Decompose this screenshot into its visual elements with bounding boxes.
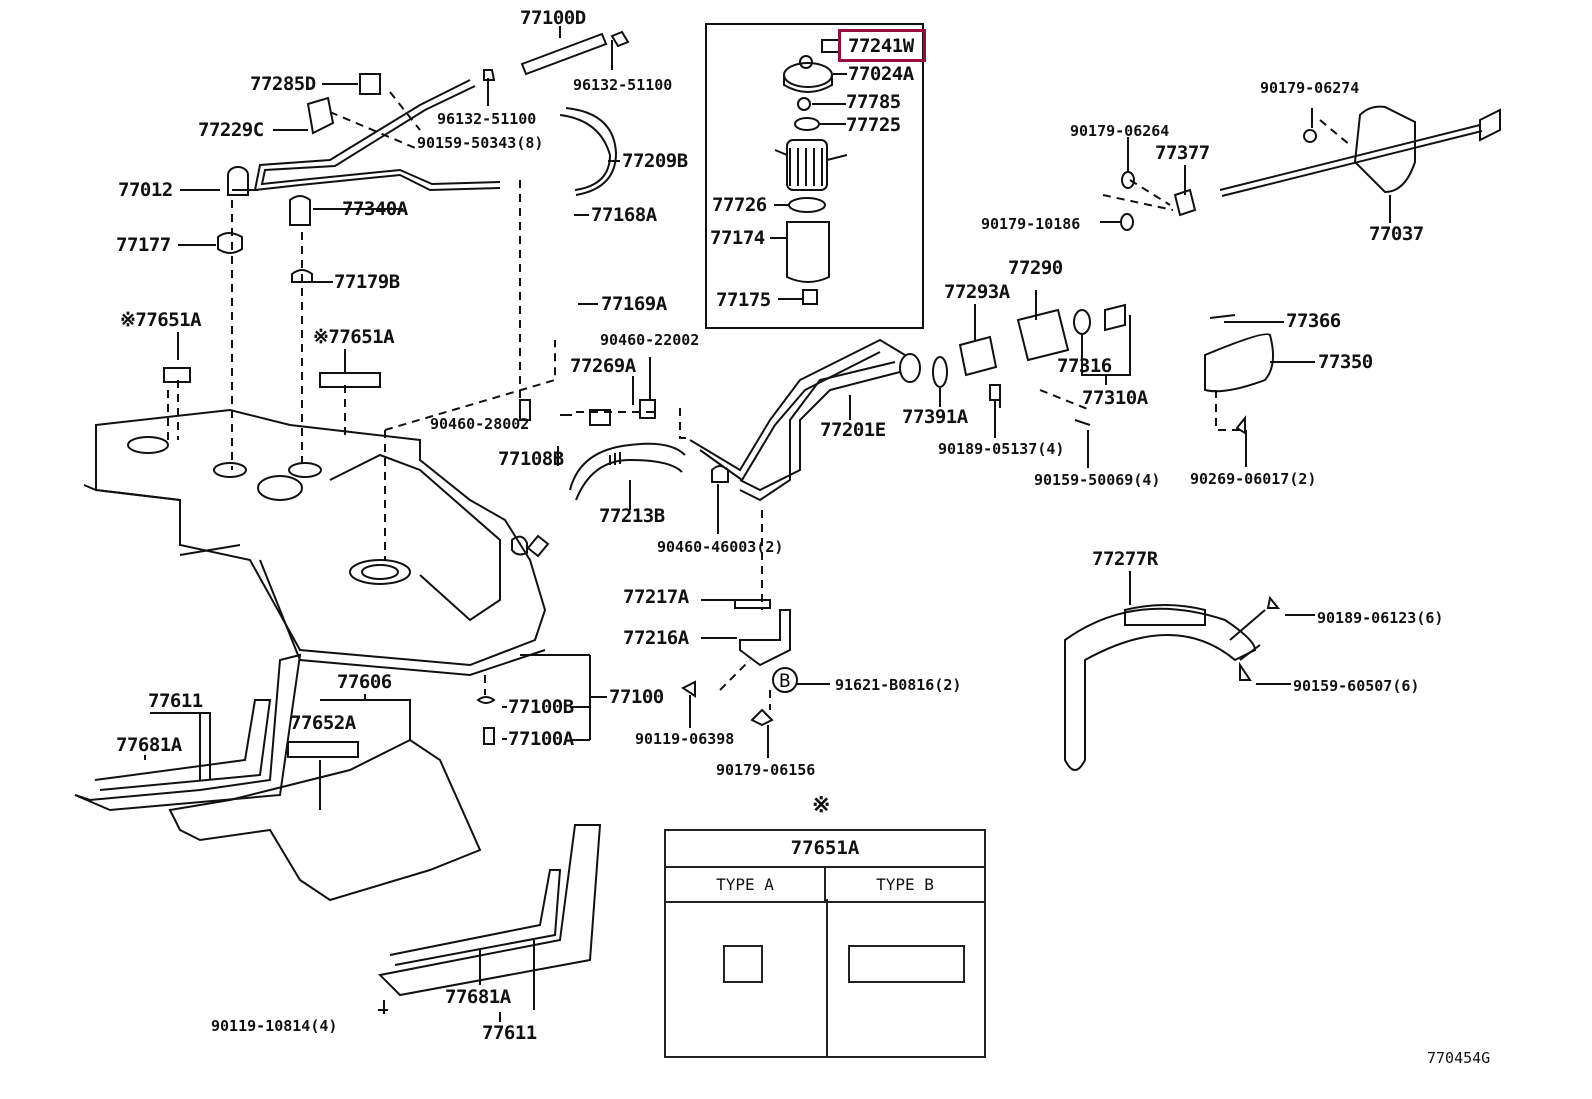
part-label[interactable]: 90460-22002 xyxy=(600,331,700,349)
part-label[interactable]: 90189-06123(6) xyxy=(1317,609,1444,627)
part-label[interactable]: 77169A xyxy=(601,293,667,315)
part-label[interactable]: 77366 xyxy=(1286,310,1341,332)
part-label[interactable]: 77108B xyxy=(498,448,564,470)
highlight-box-77241w xyxy=(838,29,926,62)
table-marker: ※ xyxy=(812,793,830,818)
part-label[interactable]: 77611 xyxy=(148,690,203,712)
part-label[interactable]: 77681A xyxy=(116,734,182,756)
part-label[interactable]: 77681A xyxy=(445,986,511,1008)
part-label[interactable]: 77177 xyxy=(116,234,171,256)
table-title: 77651A xyxy=(666,831,984,868)
part-label[interactable]: 90159-60507(6) xyxy=(1293,677,1420,695)
part-label[interactable]: 77652A xyxy=(290,712,356,734)
part-label[interactable]: 77285D xyxy=(250,73,316,95)
part-label[interactable]: 77377 xyxy=(1155,142,1210,164)
part-label[interactable]: 77290 xyxy=(1008,257,1063,279)
part-label[interactable]: 90179-06264 xyxy=(1070,122,1170,140)
part-label[interactable]: 77216A xyxy=(623,627,689,649)
part-label[interactable]: 90159-50343(8) xyxy=(417,134,544,152)
type-b-shape xyxy=(848,945,965,983)
part-label[interactable]: 77100 xyxy=(609,686,664,708)
part-label[interactable]: 77606 xyxy=(337,671,392,693)
part-label[interactable]: 77293A xyxy=(944,281,1010,303)
part-label[interactable]: 77213B xyxy=(599,505,665,527)
table-col-type-b: TYPE B xyxy=(824,868,984,901)
part-label[interactable]: 96132-51100 xyxy=(437,110,537,128)
part-label[interactable]: 90159-50069(4) xyxy=(1034,471,1161,489)
table-col-type-a: TYPE A xyxy=(716,875,774,894)
diagram-code: 770454G xyxy=(1427,1049,1491,1067)
part-label[interactable]: 77209B xyxy=(622,150,688,172)
part-label[interactable]: 77179B xyxy=(334,271,400,293)
part-label[interactable]: 90179-10186 xyxy=(981,215,1081,233)
fuel-pump-inset-frame xyxy=(705,23,924,329)
part-label[interactable]: 90460-28002 xyxy=(430,415,530,433)
type-table-77651a: 77651A TYPE A TYPE B xyxy=(664,829,986,1058)
part-label[interactable]: 77310A xyxy=(1082,387,1148,409)
part-label[interactable]: 90189-05137(4) xyxy=(938,440,1065,458)
part-label[interactable]: 90460-46003(2) xyxy=(657,538,784,556)
part-label[interactable]: 77024A xyxy=(848,63,914,85)
part-label[interactable]: 77340A xyxy=(342,198,408,220)
part-label[interactable]: 90119-10814(4) xyxy=(211,1017,338,1035)
table-divider xyxy=(826,899,828,1056)
part-label[interactable]: 77725 xyxy=(846,114,901,136)
part-label[interactable]: 77229C xyxy=(198,119,264,141)
part-label[interactable]: 91621-B0816(2) xyxy=(835,676,962,694)
part-label[interactable]: 77350 xyxy=(1318,351,1373,373)
part-label[interactable]: 77201E xyxy=(820,419,886,441)
part-label[interactable]: 77277R xyxy=(1092,548,1158,570)
part-label[interactable]: ※77651A xyxy=(313,326,395,348)
hose-77100d xyxy=(520,32,608,76)
part-label[interactable]: 77012 xyxy=(118,179,173,201)
part-label[interactable]: 77316 xyxy=(1057,355,1112,377)
part-label[interactable]: 90179-06156 xyxy=(716,761,816,779)
part-label[interactable]: 90269-06017(2) xyxy=(1190,470,1317,488)
part-label[interactable]: ※77651A xyxy=(120,309,202,331)
part-label[interactable]: 77611 xyxy=(482,1022,537,1044)
part-label[interactable]: 90179-06274 xyxy=(1260,79,1360,97)
ref-marker-b: B xyxy=(779,670,790,692)
part-label[interactable]: 77726 xyxy=(712,194,767,216)
part-label[interactable]: 77391A xyxy=(902,406,968,428)
part-label[interactable]: 77217A xyxy=(623,586,689,608)
part-label[interactable]: 96132-51100 xyxy=(573,76,673,94)
type-a-shape xyxy=(723,945,763,983)
part-label[interactable]: 77785 xyxy=(846,91,901,113)
part-label[interactable]: 77100A xyxy=(508,728,574,750)
part-label[interactable]: 77174 xyxy=(710,227,765,249)
part-label[interactable]: 77037 xyxy=(1369,223,1424,245)
part-label[interactable]: 77175 xyxy=(716,289,771,311)
fuel-tank xyxy=(83,408,547,677)
part-label[interactable]: 77168A xyxy=(591,204,657,226)
part-label[interactable]: 77100B xyxy=(508,696,574,718)
part-label[interactable]: 77100D xyxy=(520,7,586,29)
part-label[interactable]: 77269A xyxy=(570,355,636,377)
part-label-highlighted[interactable]: 77241W xyxy=(848,35,914,57)
part-label[interactable]: 90119-06398 xyxy=(635,730,735,748)
fuel-pump-parts xyxy=(774,39,848,305)
